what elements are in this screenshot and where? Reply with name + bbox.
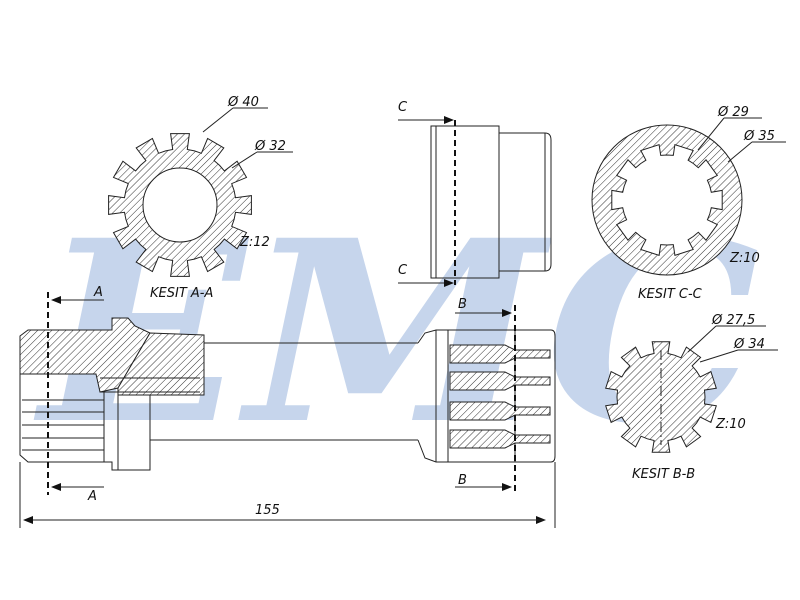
- section-title: KESIT C-C: [638, 287, 703, 302]
- section-title: KESIT A-A: [150, 286, 213, 301]
- cut-label-b-bottom: B: [458, 473, 467, 488]
- section-aa-bore: [142, 167, 218, 243]
- dia-inner-label: Ø 27,5: [711, 313, 755, 328]
- teeth-count-label: Z:10: [715, 417, 746, 432]
- cut-label-b-top: B: [458, 297, 467, 312]
- right-spline-outline: [417, 329, 556, 463]
- leader-line: [699, 349, 739, 363]
- sleeve-step: [499, 132, 552, 272]
- left-hub-section: [19, 317, 151, 393]
- spline-groove: [449, 401, 551, 421]
- left-hub-core-section: [117, 332, 205, 396]
- dia-inner-label: Ø 29: [717, 105, 749, 120]
- leader-line: [727, 141, 753, 163]
- cut-label-c-top: C: [398, 100, 408, 115]
- sleeve-body: [430, 125, 500, 279]
- section-cc-spline-bore: [611, 143, 723, 257]
- spline-groove: [449, 429, 551, 449]
- leader-line: [231, 151, 258, 169]
- cut-mark-b: B B: [455, 297, 516, 492]
- cut-mark-a: A A: [47, 285, 104, 504]
- leader-line: [687, 325, 717, 353]
- dia-outer-label: Ø 35: [743, 129, 775, 144]
- cut-label-a-top: A: [93, 285, 103, 300]
- length-dimension: 155: [19, 462, 556, 528]
- dia-inner-label: Ø 32: [254, 139, 286, 154]
- dia-outer-label: Ø 40: [227, 95, 259, 110]
- main-shaft: [19, 317, 556, 471]
- leader-line: [697, 117, 725, 151]
- teeth-count-label: Z:12: [239, 235, 270, 250]
- cut-label-a-bottom: A: [87, 489, 97, 504]
- spline-groove: [449, 371, 551, 391]
- spline-groove: [449, 344, 551, 364]
- teeth-count-label: Z:10: [729, 251, 760, 266]
- section-bb: Ø 27,5 Ø 34 Z:10 KESIT B-B: [605, 313, 778, 482]
- leader-line: [202, 107, 234, 133]
- section-bb-spline: [605, 341, 717, 453]
- left-hub-outline: [19, 374, 151, 471]
- dimension-length-label: 155: [255, 503, 280, 518]
- section-cc: Ø 29 Ø 35 Z:10 KESIT C-C: [591, 105, 786, 302]
- cut-label-c-bottom: C: [398, 263, 408, 278]
- section-title: KESIT B-B: [632, 467, 695, 482]
- section-aa: Ø 40 Ø 32 Z:12 KESIT A-A: [108, 95, 293, 301]
- dia-outer-label: Ø 34: [733, 337, 765, 352]
- sleeve-view: C C: [398, 100, 552, 287]
